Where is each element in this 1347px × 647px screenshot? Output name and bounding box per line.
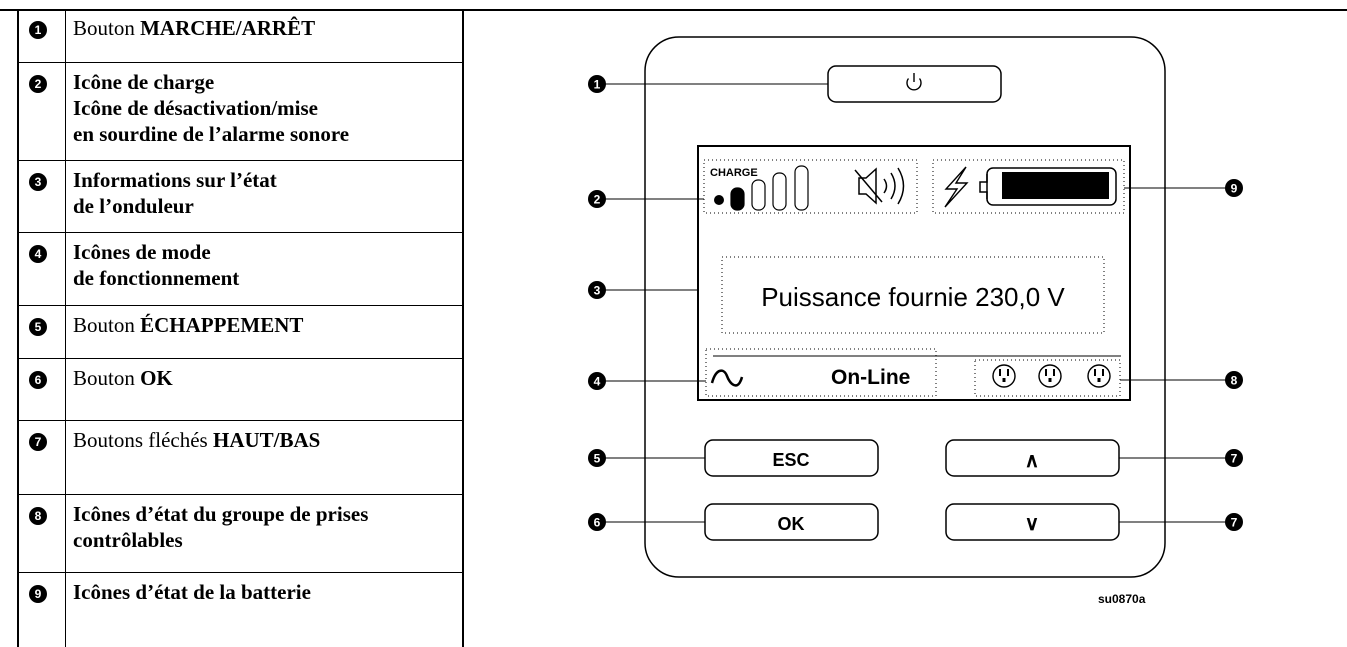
callout-6: 6 (588, 513, 606, 531)
legend-line: Icône de charge (73, 70, 215, 94)
legend-description: Bouton ÉCHAPPEMENT (73, 312, 459, 338)
status-area-border (721, 256, 1105, 334)
svg-text:8: 8 (1231, 374, 1238, 388)
legend-description: Bouton MARCHE/ARRÊT (73, 15, 459, 41)
svg-text:7: 7 (1231, 452, 1238, 466)
outlet-area-border (974, 359, 1121, 397)
ok-button-label: OK (778, 514, 805, 534)
up-arrow-icon: ∧ (1025, 450, 1040, 472)
legend-number-badge: 5 (29, 318, 47, 336)
legend-number-badge: 4 (29, 245, 47, 263)
callout-9: 9 (1225, 179, 1243, 197)
legend-line: en sourdine de l’alarme sonore (73, 122, 350, 146)
down-arrow-icon: ∨ (1025, 513, 1040, 535)
panel-outline (644, 36, 1166, 578)
charge-label: CHARGE (710, 167, 758, 179)
legend-prefix: Bouton (73, 366, 141, 390)
legend-description: Bouton OK (73, 365, 459, 391)
legend-column-divider (65, 9, 66, 647)
mode-text: On-Line (831, 366, 910, 389)
mode-area-border (705, 348, 937, 397)
legend-description: Boutons fléchés HAUT/BAS (73, 427, 459, 453)
legend-row: 5 Bouton ÉCHAPPEMENT (19, 305, 462, 358)
callout-3: 3 (588, 281, 606, 299)
legend-line: de fonctionnement (73, 266, 240, 290)
svg-text:9: 9 (1231, 182, 1238, 196)
callout-5: 5 (588, 449, 606, 467)
callout-8: 8 (1225, 371, 1243, 389)
callout-4: 4 (588, 372, 606, 390)
charge-area-border (703, 159, 918, 214)
legend-prefix: Bouton (73, 313, 141, 337)
legend-line: Icônes d’état de la batterie (73, 580, 311, 604)
figure-id: su0870a (1098, 592, 1146, 606)
legend-bold-term: OK (140, 366, 173, 390)
svg-text:3: 3 (594, 284, 601, 298)
callout-1: 1 (588, 75, 606, 93)
top-rule (0, 9, 1347, 11)
legend-number-badge: 2 (29, 75, 47, 93)
battery-icon (979, 167, 1117, 206)
legend-row: 1 Bouton MARCHE/ARRÊT (19, 9, 462, 62)
outlet-icon (992, 364, 1016, 388)
charge-level-icon (714, 165, 809, 211)
battery-fill (1002, 172, 1109, 199)
alarm-muted-icon (854, 167, 905, 205)
legend-number-badge: 7 (29, 433, 47, 451)
legend-row: 9 Icônes d’état de la batterie (19, 572, 462, 647)
legend-line: Icône de désactivation/mise (73, 96, 318, 120)
legend-line: de l’onduleur (73, 194, 194, 218)
status-text: Puissance fournie 230,0 V (761, 282, 1065, 312)
legend-row: 7 Boutons fléchés HAUT/BAS (19, 420, 462, 494)
lightning-icon (944, 166, 969, 208)
callout-7-down: 7 (1225, 513, 1243, 531)
legend-number-badge: 9 (29, 585, 47, 603)
legend-line: Icônes de mode (73, 240, 211, 264)
callout-7-up: 7 (1225, 449, 1243, 467)
esc-button-label: ESC (772, 450, 809, 470)
svg-text:6: 6 (594, 516, 601, 530)
legend-line: contrôlables (73, 528, 183, 552)
legend-prefix: Boutons fléchés (73, 428, 213, 452)
legend-row: 6 Bouton OK (19, 358, 462, 420)
legend-line: Informations sur l’état (73, 168, 277, 192)
power-icon (906, 73, 922, 91)
legend-prefix: Bouton (73, 16, 141, 40)
sine-wave-icon (710, 369, 744, 387)
callout-2: 2 (588, 190, 606, 208)
power-button[interactable] (827, 65, 1002, 103)
svg-text:7: 7 (1231, 516, 1238, 530)
legend-line: Icônes d’état du groupe de prises (73, 502, 369, 526)
legend-number-badge: 3 (29, 173, 47, 191)
legend-description: Icônes d’état de la batterie (73, 579, 459, 605)
svg-text:2: 2 (594, 193, 601, 207)
legend-bold-term: ÉCHAPPEMENT (140, 313, 304, 337)
outlet-icon (1087, 364, 1111, 388)
svg-text:4: 4 (594, 375, 601, 389)
legend-number-badge: 1 (29, 21, 47, 39)
svg-text:1: 1 (594, 78, 601, 92)
legend-number-badge: 8 (29, 507, 47, 525)
legend-bold-term: HAUT/BAS (212, 428, 321, 452)
svg-text:5: 5 (594, 452, 601, 466)
callout-leaders (597, 83, 1234, 523)
legend-bold-term: MARCHE/ARRÊT (140, 16, 316, 40)
legend-number-badge: 6 (29, 371, 47, 389)
outlet-icon (1038, 364, 1062, 388)
